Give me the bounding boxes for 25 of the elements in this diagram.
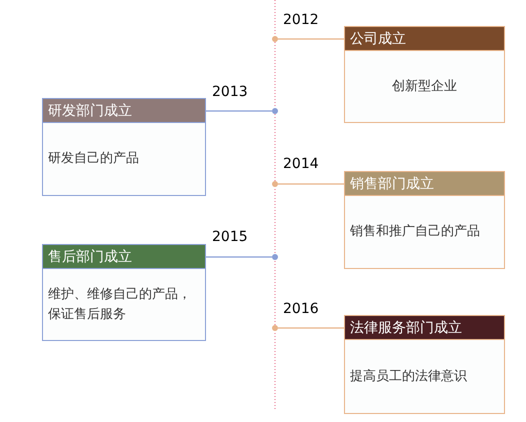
- event-card: [344, 171, 505, 269]
- card-text: 研发自己的产品: [48, 150, 139, 168]
- card-header: 公司成立: [345, 27, 504, 51]
- event-card: [42, 98, 206, 196]
- event-card: [344, 315, 505, 414]
- connector-line: [278, 327, 344, 329]
- card-header: 销售部门成立: [345, 172, 504, 196]
- event-card: [42, 244, 206, 341]
- card-header: 研发部门成立: [43, 99, 205, 123]
- card-header: 法律服务部门成立: [345, 316, 504, 340]
- card-text: 创新型企业: [392, 78, 457, 96]
- year-label: 2015: [212, 228, 248, 246]
- card-text: 提高员工的法律意识: [350, 368, 467, 386]
- year-label: 2012: [283, 11, 319, 29]
- connector-line: [206, 256, 272, 258]
- year-label: 2014: [283, 155, 319, 173]
- connector-line: [278, 38, 344, 40]
- year-label: 2016: [283, 300, 319, 318]
- connector-line: [278, 183, 344, 185]
- card-header: 售后部门成立: [43, 245, 205, 269]
- year-label: 2013: [212, 83, 248, 101]
- connector-line: [206, 110, 272, 112]
- event-card: [344, 26, 505, 123]
- card-text: 销售和推广自己的产品: [350, 223, 480, 241]
- card-text: 维护、维修自己的产品，保证售后服务: [48, 286, 192, 324]
